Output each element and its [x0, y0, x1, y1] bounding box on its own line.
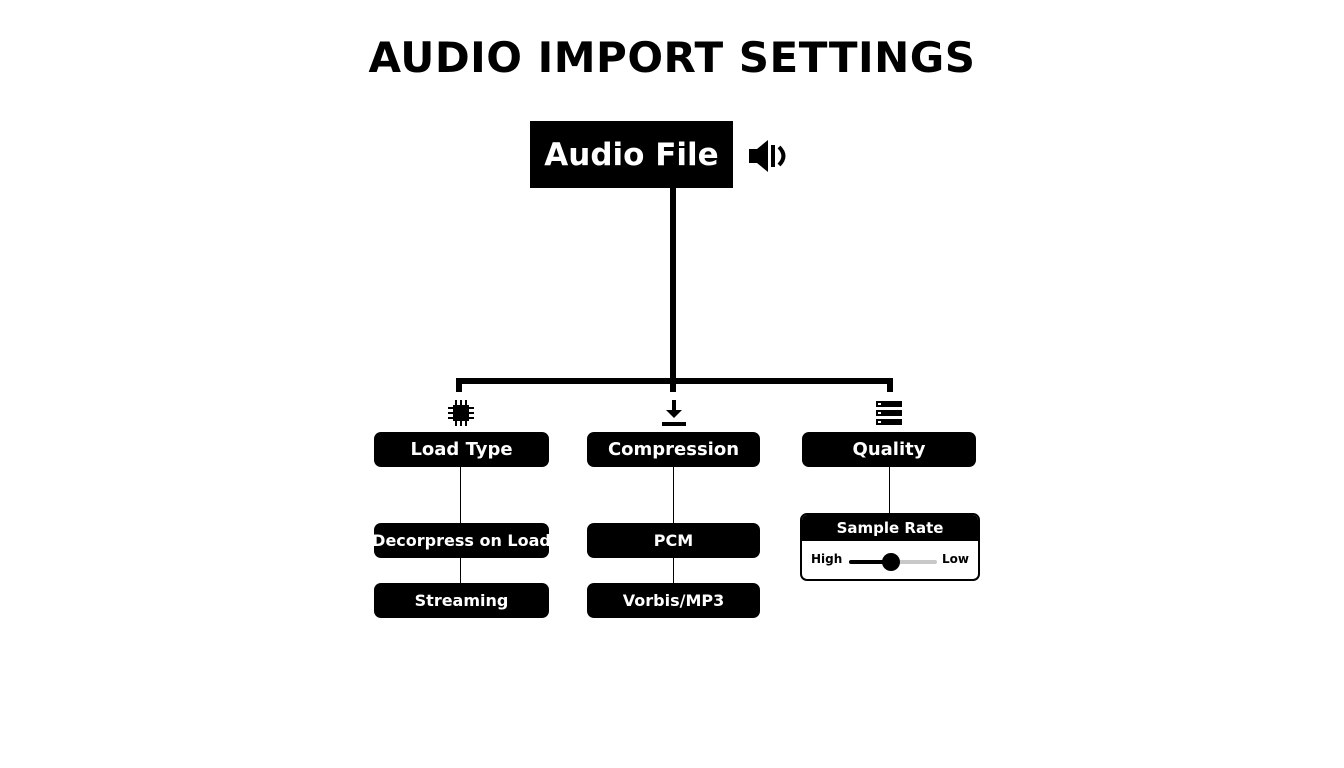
- root-connector: [670, 186, 676, 383]
- quality-node: Quality: [802, 432, 976, 467]
- speaker-icon: [748, 134, 792, 178]
- chip-icon: [447, 399, 475, 427]
- load-type-node: Load Type: [374, 432, 549, 467]
- option-pcm: PCM: [587, 523, 760, 558]
- sample-rate-slider-row: High Low: [802, 541, 978, 579]
- quality-panel-connector: [889, 466, 890, 513]
- branch-drop-load-type: [456, 378, 462, 392]
- option-streaming: Streaming: [374, 583, 549, 618]
- server-stack-icon: [875, 399, 903, 427]
- page-title: AUDIO IMPORT SETTINGS: [368, 33, 976, 82]
- slider-min-label: High: [811, 552, 843, 566]
- sample-rate-label: Sample Rate: [802, 515, 978, 541]
- branch-drop-compression: [670, 378, 676, 392]
- option-decompress-on-load: Decorpress on Load: [372, 523, 551, 558]
- branch-drop-quality: [887, 378, 893, 392]
- slider-max-label: Low: [942, 552, 969, 566]
- option-vorbis-mp3: Vorbis/MP3: [587, 583, 760, 618]
- download-icon: [660, 399, 688, 427]
- sample-rate-slider[interactable]: [849, 553, 937, 571]
- audio-file-node: Audio File: [530, 121, 733, 188]
- compression-node: Compression: [587, 432, 760, 467]
- slider-fill: [849, 560, 892, 564]
- sample-rate-panel: Sample Rate High Low: [800, 513, 980, 581]
- slider-thumb[interactable]: [882, 553, 901, 571]
